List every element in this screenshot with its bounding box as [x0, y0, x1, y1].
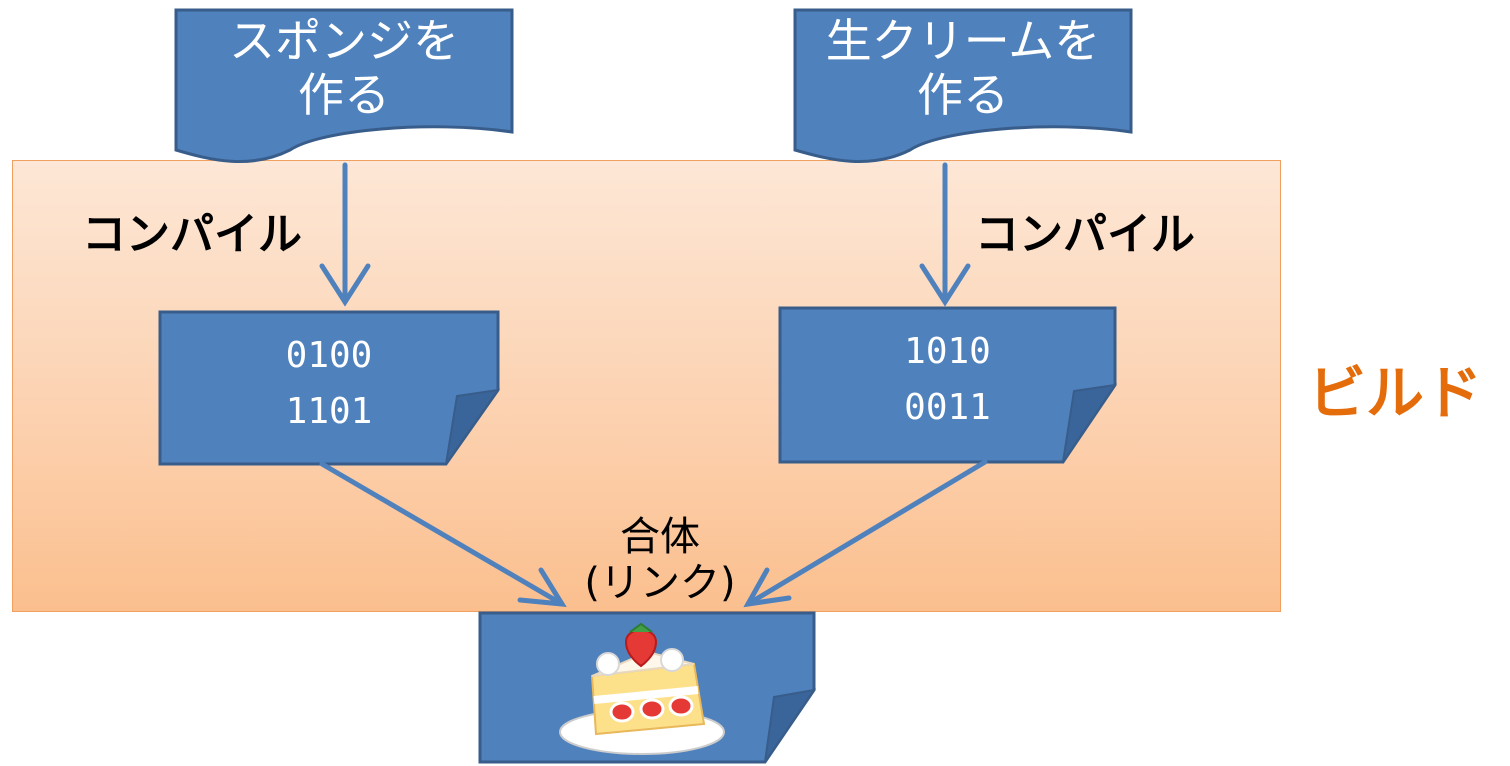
source-label-cream-line1: 生クリームを: [825, 14, 1101, 68]
object-file-right-text: 1010 0011: [780, 324, 1115, 436]
object-file-left-line2: 1101: [285, 391, 373, 432]
compile-arrow-left: [319, 162, 371, 307]
source-doc-cream: [793, 8, 1133, 164]
object-file-right-line2: 0011: [904, 387, 991, 428]
source-doc-sponge: [174, 8, 514, 164]
object-file-left: [158, 310, 501, 466]
link-arrow-left: [319, 461, 567, 607]
compile-label-right: コンパイル: [975, 209, 1195, 260]
source-label-sponge-line1: スポンジを: [229, 14, 459, 68]
source-label-cream-line2: 作る: [917, 68, 1009, 122]
object-file-left-line1: 0100: [285, 335, 373, 376]
source-label-cream: 生クリームを 作る: [795, 14, 1131, 122]
link-label-line1: 合体: [620, 514, 700, 560]
shortcake-icon: [559, 622, 725, 755]
object-file-right-line1: 1010: [904, 331, 991, 372]
source-label-sponge-line2: 作る: [298, 68, 390, 122]
object-file-left-text: 0100 1101: [160, 328, 498, 440]
compile-label-left: コンパイル: [82, 209, 302, 260]
link-label-line2: (リンク): [584, 560, 736, 606]
build-label: ビルド: [1308, 359, 1483, 427]
source-label-sponge: スポンジを 作る: [176, 14, 512, 122]
object-file-right: [778, 306, 1118, 464]
link-label: 合体 (リンク): [540, 514, 780, 606]
link-arrow-right: [743, 459, 988, 608]
compile-arrow-right: [919, 162, 971, 307]
